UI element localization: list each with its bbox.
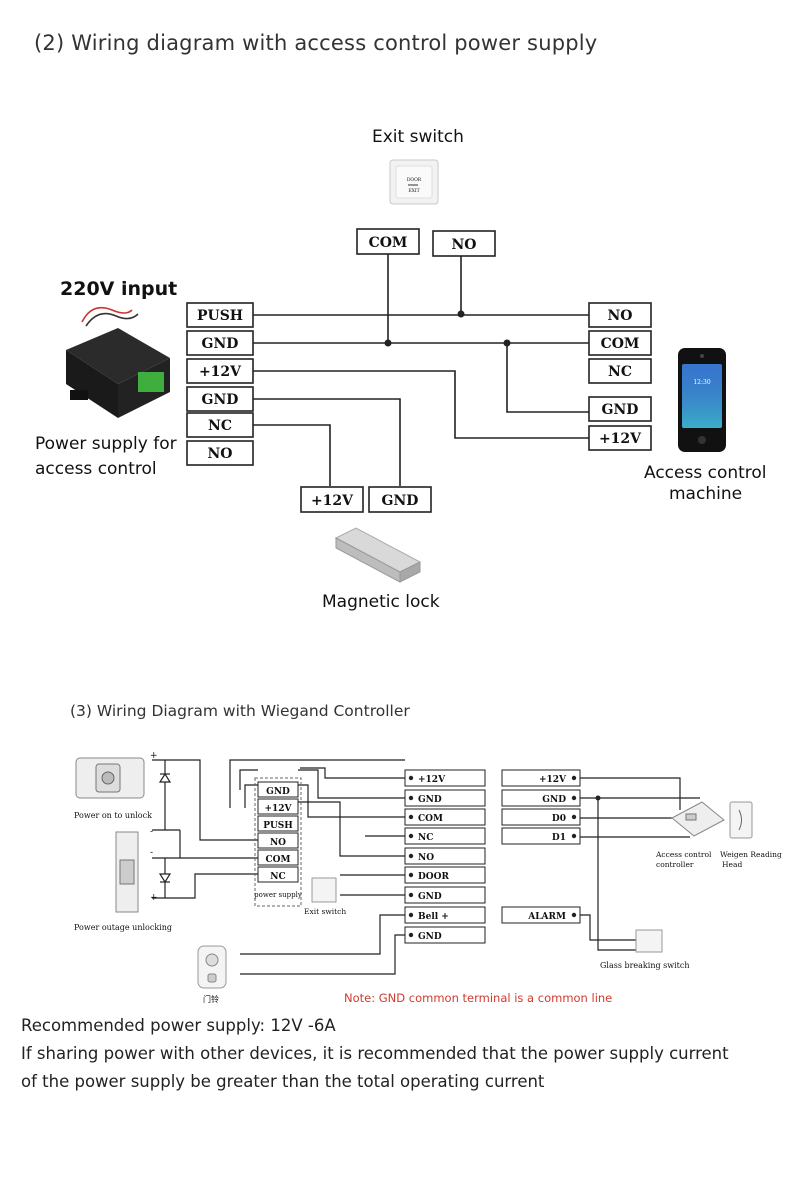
exit-switch-small-icon (311, 877, 337, 903)
lock-terminal-gnd: GND (382, 493, 419, 509)
magnetic-lock-label: Magnetic lock (322, 592, 440, 612)
exit-switch-label: Exit switch (372, 127, 464, 147)
power-outage-label: Power outage unlocking (74, 923, 172, 932)
section2-title: (3) Wiring Diagram with Wiegand Controll… (70, 702, 410, 720)
section1-title: (2) Wiring diagram with access control p… (34, 31, 598, 55)
machine-terminal-nc: NC (608, 364, 632, 380)
wires-section1 (253, 254, 589, 486)
access-controller-label-2: controller (656, 860, 694, 869)
controller-terminal-bell: Bell + (418, 912, 449, 922)
supply-terminal-nc: NC (270, 872, 285, 882)
supply-caption: power supply (254, 891, 302, 899)
lock-terminal-12v: +12V (311, 493, 354, 509)
psu-terminal-nc: NC (208, 418, 232, 434)
input-voltage-label: 220V input (60, 278, 178, 300)
diodes (152, 759, 180, 899)
supply-terminal-gnd: GND (266, 787, 290, 797)
psu-terminal-block: PUSH GND +12V GND NC NO (186, 302, 254, 466)
access-machine-label-2: machine (669, 484, 743, 504)
machine-terminal-block: NO COM NC GND +12V (588, 302, 652, 451)
power-supply-label-1: Power supply for (35, 434, 177, 454)
power-supply-label-2: access control (35, 459, 157, 479)
controller-terminal-gnd3: GND (418, 932, 442, 942)
exit-switch-icon: DOOR EXIT (389, 159, 439, 205)
supply-terminal-com: COM (266, 855, 291, 865)
reader-terminal-block: +12V GND D0 D1 ALARM (501, 769, 581, 924)
glass-switch-label: Glass breaking switch (600, 961, 690, 970)
reader-head-icon (729, 801, 753, 839)
electric-lock-icon (75, 757, 145, 799)
magnetic-lock-icon (334, 527, 422, 583)
controller-terminal-com: COM (418, 814, 443, 824)
exit-terminal-block: COM NO (356, 228, 496, 257)
access-controller-icon (671, 801, 725, 837)
access-controller-label-1: Access control (655, 850, 712, 859)
doorbell-label: 门铃 (203, 994, 219, 1004)
section2-exit-switch-label: Exit switch (304, 907, 346, 916)
gnd-note: Note: GND common terminal is a common li… (344, 991, 613, 1005)
reader-terminal-d1: D1 (552, 833, 566, 843)
psu-terminal-no: NO (208, 446, 233, 462)
controller-terminal-block: +12V GND COM NC NO DOOR GND Bell + GND (404, 769, 486, 944)
controller-terminal-door: DOOR (418, 872, 449, 882)
controller-terminal-nc: NC (418, 833, 433, 843)
glass-switch-icon (635, 929, 663, 953)
reader-head-label-2: Head (722, 860, 742, 869)
exit-terminal-no: NO (452, 237, 477, 253)
supply-terminal-push: PUSH (263, 821, 293, 831)
polarity-mark-1: + (150, 751, 158, 761)
machine-screen-time: 12:30 (693, 379, 710, 386)
access-machine-label-1: Access control (644, 463, 767, 483)
reader-terminal-gnd: GND (542, 795, 566, 805)
wiring-diagram-2: Power on to unlock Power outage unlockin… (74, 751, 782, 1004)
polarity-mark-4: + (150, 893, 158, 903)
polarity-mark-2: - (150, 827, 153, 837)
electric-strike-icon (115, 831, 139, 913)
exit-switch-face-exit: EXIT (408, 188, 419, 194)
machine-terminal-gnd: GND (602, 402, 639, 418)
machine-terminal-no: NO (608, 308, 633, 324)
alarm-terminal: ALARM (527, 912, 566, 922)
supply-terminal-block: GND +12V PUSH NO COM NC (257, 781, 299, 883)
wires-section2 (179, 759, 700, 975)
lock-terminal-block: +12V GND (300, 486, 432, 513)
access-machine-icon: 12:30 (678, 348, 726, 452)
footer-line-2: If sharing power with other devices, it … (21, 1044, 729, 1063)
reader-terminal-12v: +12V (539, 775, 567, 785)
psu-terminal-12v: +12V (199, 364, 242, 380)
wiring-diagram-1: DOOR EXIT 12:30 (66, 159, 726, 583)
exit-terminal-com: COM (369, 235, 408, 251)
power-on-label: Power on to unlock (74, 811, 152, 820)
controller-terminal-no: NO (418, 853, 434, 863)
controller-terminal-gnd2: GND (418, 892, 442, 902)
exit-switch-face-door: DOOR (407, 177, 422, 183)
controller-terminal-12v: +12V (418, 775, 446, 785)
supply-terminal-12v: +12V (264, 804, 292, 814)
supply-terminal-no: NO (270, 838, 286, 848)
footer-line-3: of the power supply be greater than the … (21, 1072, 545, 1091)
machine-terminal-com: COM (601, 336, 640, 352)
psu-terminal-push: PUSH (197, 308, 243, 324)
footer-line-1: Recommended power supply: 12V -6A (21, 1016, 336, 1035)
reader-terminal-d0: D0 (552, 814, 566, 824)
doorbell-icon (197, 945, 227, 989)
polarity-mark-3: - (150, 848, 153, 858)
psu-terminal-gnd: GND (202, 336, 239, 352)
machine-terminal-12v: +12V (599, 431, 642, 447)
psu-terminal-gnd2: GND (202, 392, 239, 408)
reader-head-label-1: Weigen Reading (720, 850, 782, 859)
controller-terminal-gnd: GND (418, 795, 442, 805)
power-supply-icon (66, 306, 170, 418)
